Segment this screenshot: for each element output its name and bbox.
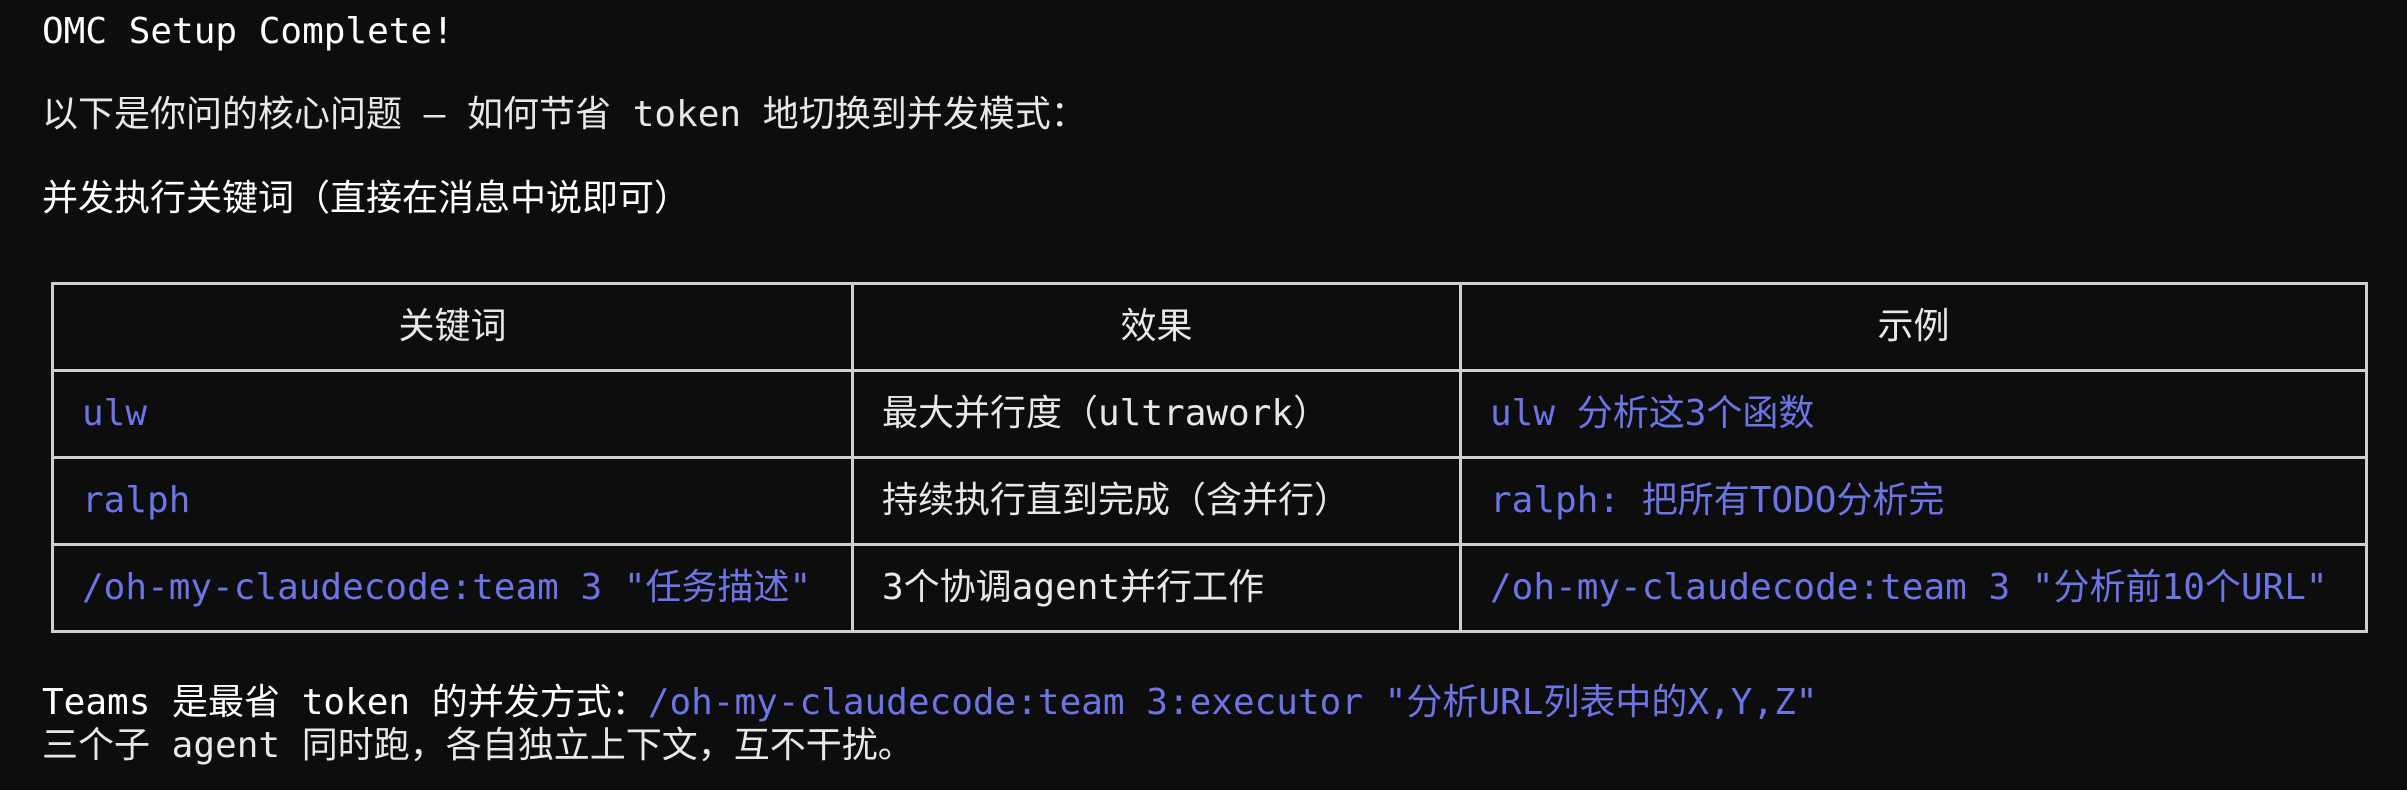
keyword-cell: /oh-my-claudecode:team 3 "任务描述" (51, 543, 854, 633)
table-row: ulw 最大并行度（ultrawork） ulw 分析这3个函数 (51, 369, 2368, 459)
example-cell: ralph: 把所有TODO分析完 (1459, 456, 2368, 546)
example-cell: ulw 分析这3个函数 (1459, 369, 2368, 459)
table-row: /oh-my-claudecode:team 3 "任务描述" 3个协调agen… (51, 543, 2368, 633)
section-heading: 并发执行关键词（直接在消息中说即可） (42, 178, 691, 219)
header-example: 示例 (1459, 282, 2368, 372)
effect-cell: 持续执行直到完成（含并行） (851, 456, 1462, 546)
header-effect: 效果 (851, 282, 1462, 372)
effect-cell: 3个协调agent并行工作 (851, 543, 1462, 633)
question-line: 以下是你问的核心问题 — 如何节省 token 地切换到并发模式： (42, 94, 1087, 135)
example-cell: /oh-my-claudecode:team 3 "分析前10个URL" (1459, 543, 2368, 633)
keyword-cell: ralph (51, 456, 854, 546)
table-header-row: 关键词 效果 示例 (51, 282, 2368, 372)
keyword-cell: ulw (51, 369, 854, 459)
header-keyword: 关键词 (51, 282, 854, 372)
table-row: ralph 持续执行直到完成（含并行） ralph: 把所有TODO分析完 (51, 456, 2368, 546)
keyword-table: 关键词 效果 示例 ulw 最大并行度（ultrawork） ulw 分析这3个… (51, 282, 2368, 633)
teams-detail-line: 三个子 agent 同时跑，各自独立上下文，互不干扰。 (42, 725, 914, 766)
teams-lead-text: Teams 是最省 token 的并发方式： (42, 682, 648, 723)
setup-title: OMC Setup Complete! (42, 11, 454, 52)
teams-summary-line: Teams 是最省 token 的并发方式：/oh-my-claudecode:… (42, 681, 1817, 724)
teams-command: /oh-my-claudecode:team 3:executor "分析URL… (647, 682, 1818, 723)
effect-cell: 最大并行度（ultrawork） (851, 369, 1462, 459)
